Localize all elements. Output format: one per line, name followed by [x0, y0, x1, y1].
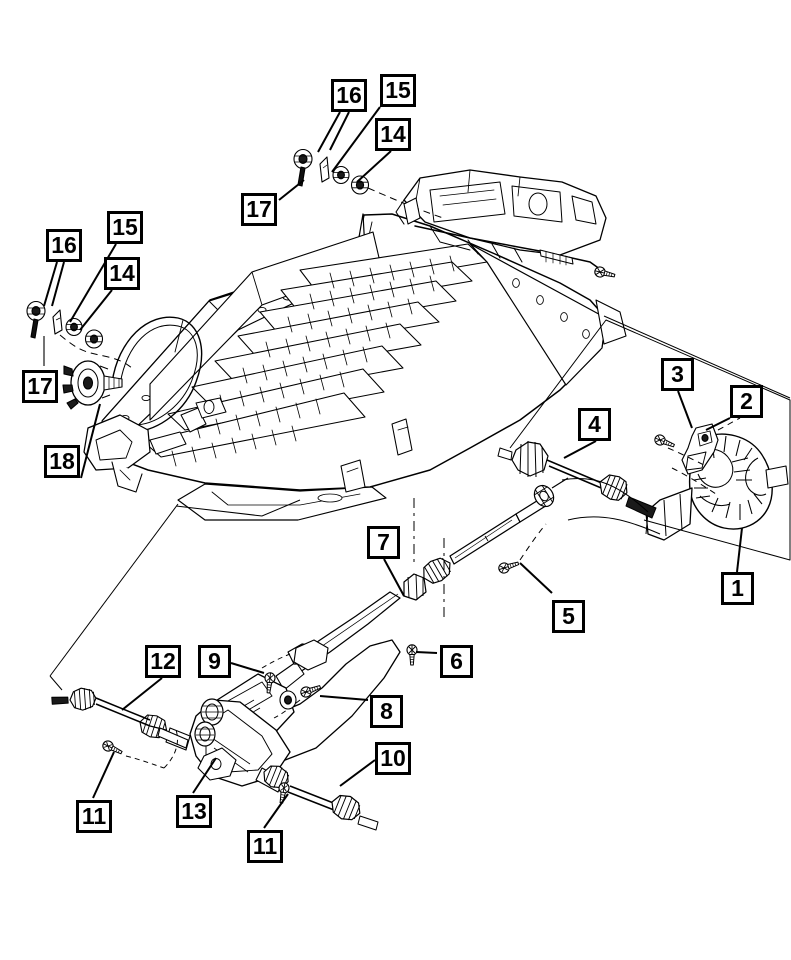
callout-17-lower[interactable]: 17 — [22, 370, 58, 403]
callout-15-lower[interactable]: 15 — [107, 211, 143, 244]
callout-3[interactable]: 3 — [661, 358, 694, 391]
callout-15-upper[interactable]: 15 — [380, 74, 416, 107]
callout-6[interactable]: 6 — [440, 645, 473, 678]
callout-17-upper[interactable]: 17 — [241, 193, 277, 226]
callout-12[interactable]: 12 — [145, 645, 181, 678]
callout-16-upper[interactable]: 16 — [331, 79, 367, 112]
callout-11-right[interactable]: 11 — [247, 830, 283, 863]
callout-8[interactable]: 8 — [370, 695, 403, 728]
callout-11-left[interactable]: 11 — [76, 800, 112, 833]
callout-7[interactable]: 7 — [367, 526, 400, 559]
callout-9[interactable]: 9 — [198, 645, 231, 678]
callout-2[interactable]: 2 — [730, 385, 763, 418]
callout-14-upper[interactable]: 14 — [375, 118, 411, 151]
callout-16-lower[interactable]: 16 — [46, 229, 82, 262]
callout-18[interactable]: 18 — [44, 445, 80, 478]
callout-4[interactable]: 4 — [578, 408, 611, 441]
callout-1[interactable]: 1 — [721, 572, 754, 605]
callout-5[interactable]: 5 — [552, 600, 585, 633]
callout-13[interactable]: 13 — [176, 795, 212, 828]
callout-14-lower[interactable]: 14 — [104, 257, 140, 290]
callout-10[interactable]: 10 — [375, 742, 411, 775]
